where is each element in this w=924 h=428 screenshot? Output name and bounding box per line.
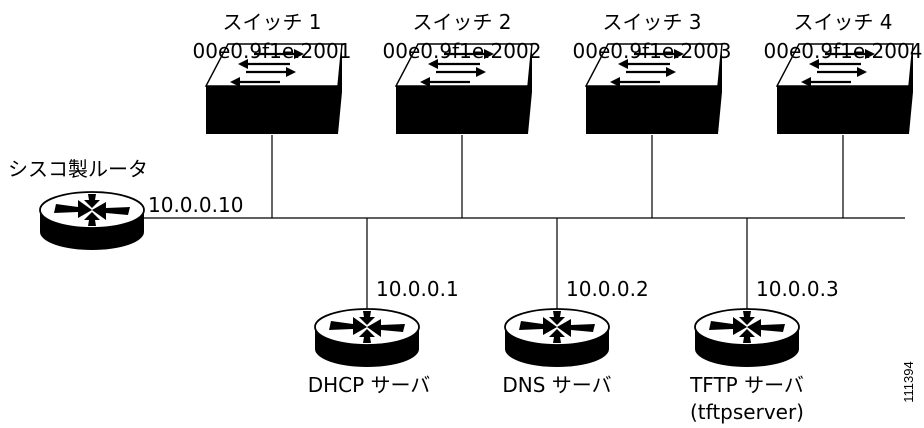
switch-4-mac: 00e0.9f1e.2004 [764, 39, 923, 63]
dhcp-server-name: DHCP サーバ [308, 373, 431, 397]
switch-1-name: スイッチ 1 [222, 10, 321, 34]
dhcp-server-icon [314, 308, 420, 368]
switch-4-name: スイッチ 4 [793, 10, 892, 34]
switch-2-name: スイッチ 2 [412, 10, 511, 34]
dns-server-name: DNS サーバ [502, 373, 611, 397]
dns-server-icon [504, 308, 610, 368]
tftp-server-hostname: (tftpserver) [690, 400, 804, 424]
tftp-server-icon [694, 308, 800, 368]
figure-id: 111394 [901, 361, 916, 402]
switch-2-mac: 00e0.9f1e.2002 [383, 39, 542, 63]
switch-1-mac: 00e0.9f1e.2001 [193, 39, 352, 63]
switch-3-mac: 00e0.9f1e.2003 [573, 39, 732, 63]
dns-server-ip: 10.0.0.2 [566, 277, 649, 301]
router-name: シスコ製ルータ [8, 157, 148, 181]
tftp-server-ip: 10.0.0.3 [756, 277, 839, 301]
tftp-server-name: TFTP サーバ [689, 373, 804, 397]
router-ip: 10.0.0.10 [148, 193, 243, 217]
switch-3-name: スイッチ 3 [602, 10, 701, 34]
dhcp-server-ip: 10.0.0.1 [376, 277, 459, 301]
router-icon [39, 191, 145, 251]
